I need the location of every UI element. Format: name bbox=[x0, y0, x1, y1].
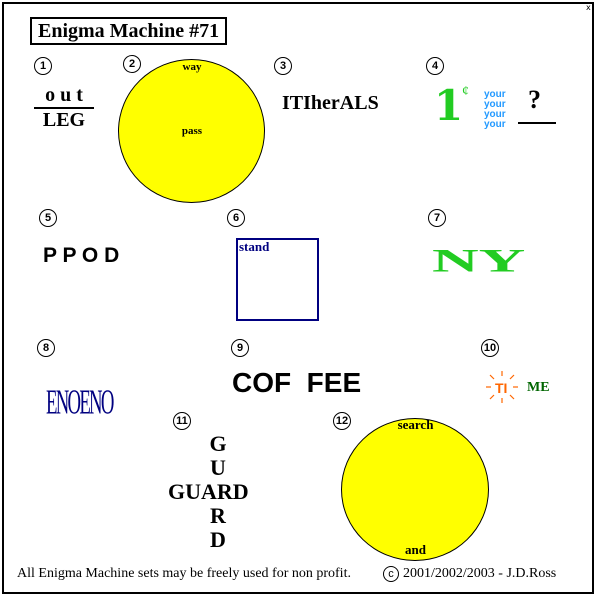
puzzle-number-6: 6 bbox=[227, 209, 245, 227]
sun-rays-icon bbox=[486, 371, 518, 403]
puzzle-1-fraction-line bbox=[34, 107, 94, 109]
puzzle-number-3: 3 bbox=[274, 57, 292, 75]
puzzle-6-square bbox=[236, 238, 319, 321]
footer-notice: All Enigma Machine sets may be freely us… bbox=[17, 566, 351, 581]
puzzle-number-9: 9 bbox=[231, 339, 249, 357]
puzzle-12-circle bbox=[341, 418, 489, 561]
puzzle-11-vertical: G U A R D bbox=[207, 432, 229, 552]
puzzle-4-your-3: your bbox=[484, 109, 506, 120]
puzzle-10-right: ME bbox=[527, 380, 550, 395]
puzzle-7-text: NY bbox=[432, 243, 526, 280]
puzzle-1-bottom: LEG bbox=[42, 109, 86, 131]
puzzle-9-text: COF FEE bbox=[232, 367, 362, 398]
puzzle-2-top-word: way bbox=[182, 61, 202, 73]
puzzle-4-question: ? bbox=[528, 85, 541, 114]
puzzle-2-circle bbox=[118, 59, 265, 203]
puzzle-6-text: stand bbox=[239, 239, 270, 254]
puzzle-11-letter-d: D bbox=[210, 527, 226, 552]
puzzle-4-digit: 1 bbox=[434, 81, 464, 130]
puzzle-11-horizontal: GUARD bbox=[168, 479, 249, 504]
puzzle-5-text: P P O D bbox=[43, 244, 120, 267]
footer-copyright-text: 2001/2002/2003 - J.D.Ross bbox=[403, 566, 557, 581]
puzzle-3-text: ITIherALS bbox=[282, 92, 379, 114]
puzzle-number-10: 10 bbox=[481, 339, 499, 357]
puzzle-2-center-word: pass bbox=[181, 125, 203, 137]
puzzle-4-your-4: your bbox=[484, 119, 506, 130]
puzzle-12-bottom-word: and bbox=[405, 542, 426, 557]
puzzle-4-your-list: your your your your bbox=[484, 90, 506, 130]
puzzle-11-letter-u: U bbox=[210, 455, 226, 480]
puzzle-8-text: ENOENO bbox=[46, 381, 114, 422]
puzzle-number-2: 2 bbox=[123, 55, 141, 73]
puzzle-number-8: 8 bbox=[37, 339, 55, 357]
puzzle-number-11: 11 bbox=[173, 412, 191, 430]
corner-mark: x bbox=[586, 3, 591, 12]
puzzle-4-answer-line bbox=[518, 122, 556, 124]
puzzle-4-your-2: your bbox=[484, 99, 506, 110]
puzzle-number-7: 7 bbox=[428, 209, 446, 227]
puzzle-4-your-1: your bbox=[484, 89, 506, 100]
puzzle-10-left: TI bbox=[495, 380, 508, 396]
footer-copyright: c 2001/2002/2003 - J.D.Ross bbox=[383, 566, 556, 582]
puzzle-11-letter-r: R bbox=[210, 503, 226, 528]
puzzle-4-cent: ¢ bbox=[462, 84, 469, 99]
copyright-icon: c bbox=[383, 566, 399, 582]
page-title: Enigma Machine #71 bbox=[30, 17, 228, 45]
puzzle-number-4: 4 bbox=[426, 57, 444, 75]
puzzle-number-12: 12 bbox=[333, 412, 351, 430]
puzzle-frame bbox=[2, 2, 594, 594]
puzzle-1-top: o u t bbox=[45, 84, 83, 106]
puzzle-number-5: 5 bbox=[39, 209, 57, 227]
puzzle-number-1: 1 bbox=[34, 57, 52, 75]
puzzle-11-letter-g: G bbox=[209, 431, 227, 456]
puzzle-12-top-word: search bbox=[397, 417, 434, 432]
